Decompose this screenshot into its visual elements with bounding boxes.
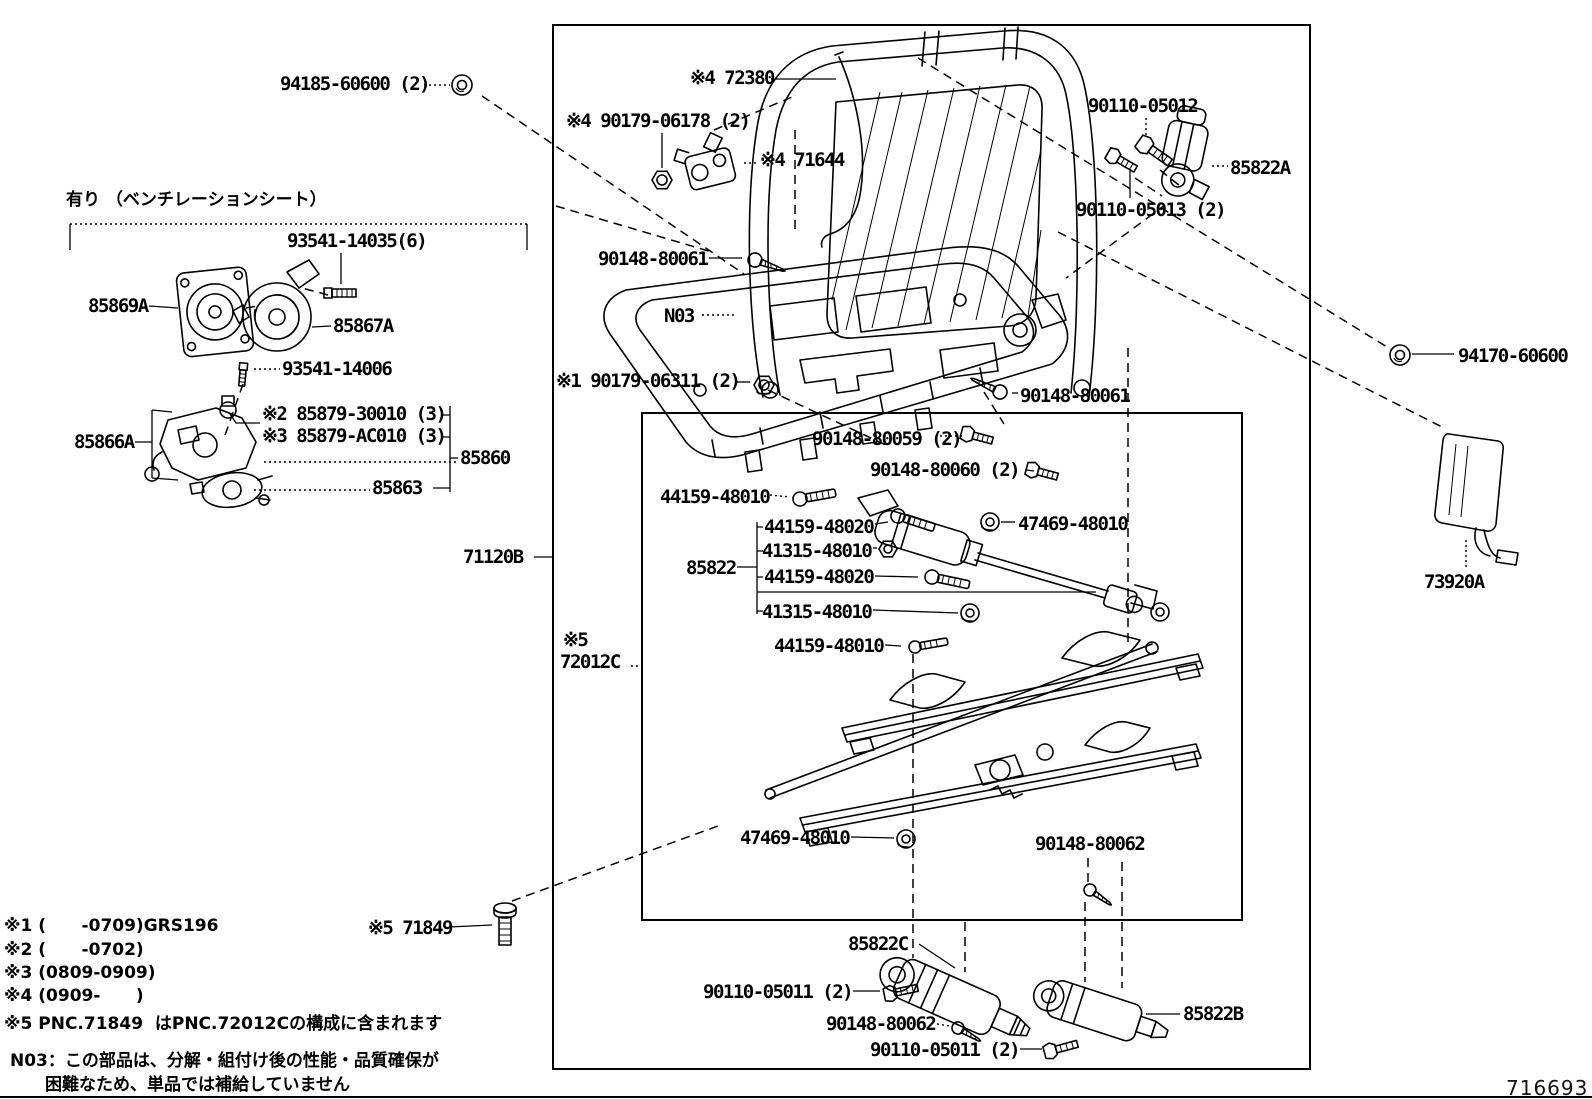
stud-bolt-icon-44159-48020a [890,508,936,532]
vent-fan-drawing-85867A [232,259,320,352]
part-label-N03: N03 [664,305,695,327]
part-label-44159-48010-a: 44159-48010 [660,486,771,508]
part-label-85822A: 85822A [1230,157,1291,179]
motor-drawing-85822A [1160,105,1210,201]
part-label-47469-48010-a: 47469-48010 [1018,513,1129,535]
part-label-71849: ※5 71849 [368,917,454,939]
motor-drawing-85822C [879,956,1031,1037]
part-label-72380: ※4 72380 [690,67,776,89]
inner-assembly-box-72012C [641,412,1243,921]
seat-cushion-frame-drawing [603,246,1069,473]
bolt-icon-90110-05011a [882,983,920,1003]
stud-bolt-icon-44159-48010b [908,637,949,654]
part-label-41315-48010-a: 41315-48010 [762,540,873,562]
part-label-85879-AC010: ※3 85879-AC010 (3) [262,425,447,447]
vent-section-header: 有り （ベンチレーションシート） [66,190,327,210]
seat-track-drawing [764,631,1204,847]
bolt-icon-90148-80059 [959,425,995,445]
screw-icon-90148-80061a [747,252,786,273]
motor-drawing-85822B [1032,979,1169,1042]
bolt-icon-90148-80060 [1024,461,1060,481]
part-label-41315-48010-b: 41315-48010 [762,601,873,623]
part-label-72012C-mark: ※5 [563,629,589,651]
construction-dashed-lines [223,57,1445,988]
part-label-90110-05013: 90110-05013 (2) [1076,199,1227,221]
part-label-90110-05011-b: 90110-05011 (2) [870,1039,1021,1061]
footnote-4: ※4 (0909- ) [4,986,144,1006]
stud-bolt-icon-44159-48010a [792,488,837,507]
part-label-94185-60600: 94185-60600 (2) [280,73,431,95]
part-label-90148-80060: 90148-80060 (2) [870,459,1021,481]
bolt-icon-90110-05013 [1104,147,1139,173]
screw-icon-90148-80062a [1083,883,1113,906]
part-label-85867A: 85867A [333,315,394,337]
side-pad-drawing-73920A [1434,433,1519,566]
footnote-N03-line1: N03：この部品は、分解・組付け後の性能・品質確保が [10,1051,439,1071]
vent-section-bracket [69,223,528,250]
round-nut-icon-47469-48010a [980,512,1000,532]
part-label-85822: 85822 [686,557,737,579]
part-label-85879-30010: ※2 85879-30010 (3) [262,403,447,425]
bolt-icon-90110-05011b [1042,1039,1080,1060]
leader-lines-dotted [254,84,1467,1027]
part-label-90110-05012: 90110-05012 [1088,95,1199,117]
figure-number: 716693 [1506,1076,1589,1099]
part-label-90110-05011-a: 90110-05011 (2) [703,981,854,1003]
part-label-44159-48020-a: 44159-48020 [764,516,875,538]
footnote-5: ※5 PNC.71849 はPNC.72012Cの構成に含まれます [4,1014,443,1034]
recliner-bracket-drawing-71644 [673,131,737,191]
part-label-44159-48010-b: 44159-48010 [774,635,885,657]
screw-icon-90148-80061b [970,377,1008,400]
stud-bolt-icon-44159-48020b [924,569,971,590]
bolt-icon-71849 [493,902,517,946]
part-label-85822C: 85822C [848,933,909,955]
actuator-drawing-85822 [857,489,1170,622]
footnote-1: ※1 ( -0709)GRS196 [4,916,219,936]
lumbar-cable-drawing-72380 [820,51,864,248]
bolt-icon-90110-05012 [1134,134,1174,167]
part-label-85869A: 85869A [88,295,149,317]
part-label-93541-14006: 93541-14006 [282,358,393,380]
part-label-85860: 85860 [460,447,511,469]
part-label-90148-80062-lower: 90148-80062 [826,1013,937,1035]
vent-blower-drawing-85866A [144,395,257,482]
part-label-44159-48020-b: 44159-48020 [764,566,875,588]
footnote-N03-line2: 困難なため、単品では補給していません [45,1075,350,1095]
footnote-3: ※3 (0809-0909) [4,963,156,983]
part-label-90148-80061-lower: 90148-80061 [1020,385,1131,407]
part-label-93541-14035: 93541-14035(6) [287,230,428,252]
hex-nut-icon-90179-06178 [651,170,673,190]
part-label-73920A: 73920A [1424,571,1485,593]
part-label-72012C: 72012C [560,651,621,673]
round-nut-icon-47469-48010b [896,829,916,849]
round-nut-icon-41315-48010b [960,603,980,623]
leader-lines-solid [135,78,1454,1050]
footnote-2: ※2 ( -0702) [4,940,144,960]
bolt-icon-93541-14006 [237,361,249,388]
vent-pump-drawing-85863 [189,471,273,509]
part-label-85822B: 85822B [1183,1003,1244,1025]
vent-fan-drawing-85869A [175,266,255,358]
part-label-85866A: 85866A [74,431,135,453]
part-label-94170-60600: 94170-60600 [1458,345,1569,367]
seat-back-frame-drawing [748,26,1098,399]
part-label-71644: ※4 71644 [760,149,846,171]
part-label-90148-80061-upper: 90148-80061 [598,248,709,270]
bolt-icon-93541-14035 [323,287,357,299]
round-nut-icon-41315-48010a [878,540,898,558]
part-label-90148-80059: 90148-80059 (2) [812,428,963,450]
part-label-90179-06178: ※4 90179-06178 (2) [566,110,751,132]
flange-nut-icon-94170 [1389,344,1411,366]
outer-boundary-box [552,24,1311,1070]
part-label-90179-06311: ※1 90179-06311 (2) [556,370,741,392]
screw-icon-90148-80062b [951,1021,982,1042]
hex-nut-icon-90179-06311 [753,375,775,395]
part-label-47469-48010-b: 47469-48010 [740,827,851,849]
part-label-71120B: 71120B [463,546,524,568]
flange-nut-icon-94185 [451,74,473,96]
part-label-85863: 85863 [372,477,423,499]
part-label-90148-80062-upper: 90148-80062 [1035,833,1146,855]
